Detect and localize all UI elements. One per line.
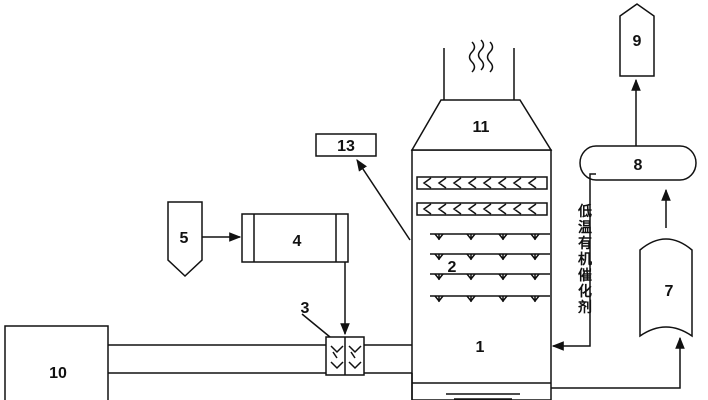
output-9	[619, 3, 655, 77]
catalyst-char: 催	[578, 267, 592, 284]
tower	[410, 39, 553, 400]
box-13	[315, 133, 377, 157]
catalyst-char: 温	[578, 220, 592, 236]
source-5	[167, 201, 203, 278]
label-2: 2	[448, 259, 457, 276]
label-7: 7	[665, 283, 674, 300]
label-13: 13	[337, 138, 355, 155]
catalyst-char: 化	[578, 283, 592, 300]
catalyst-char: 有	[578, 235, 592, 252]
tank-7	[639, 238, 693, 338]
catalyst-char: 低	[577, 203, 592, 220]
catalyst-label: 低 温 有 机 催 化 剂	[577, 203, 592, 316]
spray-layers	[430, 233, 550, 303]
catalyst-char: 机	[578, 251, 592, 268]
label-1: 1	[476, 339, 485, 356]
label-8: 8	[634, 157, 643, 174]
label-3: 3	[301, 300, 310, 317]
label-10: 10	[49, 365, 67, 382]
box-10	[4, 325, 109, 400]
label-11: 11	[473, 119, 490, 136]
label-9: 9	[633, 33, 642, 50]
drum-8	[579, 145, 697, 181]
label-5: 5	[180, 230, 189, 247]
catalyst-char: 剂	[578, 299, 592, 316]
label-4: 4	[293, 233, 302, 250]
unit-4	[241, 213, 349, 263]
